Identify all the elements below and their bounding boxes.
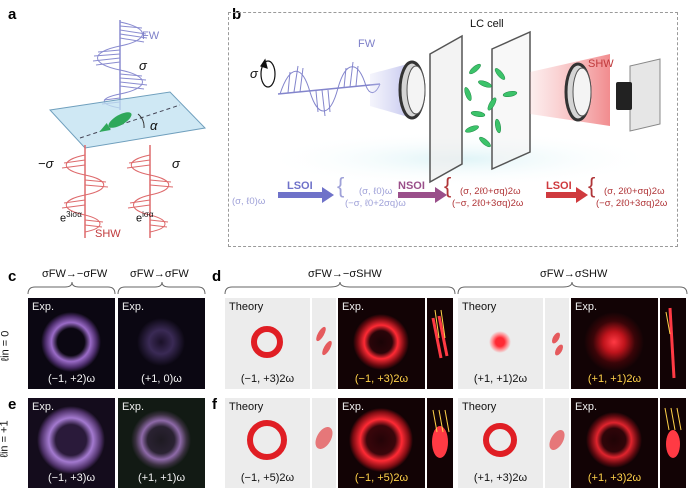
tile-f4-caption: (+1, +3)2ω (587, 472, 642, 484)
tile-f-theory-2: Theory (+1, +3)2ω (458, 398, 543, 488)
tile-d4-caption: (+1, +1)2ω (587, 373, 642, 385)
tile-d-theory-2: Theory (+1, +1)2ω (458, 298, 543, 389)
panel-a-exp-right: eiσα (136, 210, 154, 225)
lc-plate-left (429, 34, 463, 184)
tile-f2-exp: Exp. (342, 401, 365, 413)
panel-label-b: b (232, 6, 242, 23)
tile-f3-caption: (+1, +3)2ω (473, 472, 528, 484)
equation-lsoi: { (σ, ℓ0)ω (−σ, ℓ0+2σq)ω (337, 173, 406, 210)
tile-d2-caption: (−1, +3)2ω (354, 373, 409, 385)
row-label-top: ℓin = 0 (0, 330, 12, 362)
tile-d2-exp: Exp. (342, 301, 365, 313)
tile-d-exp-1: Exp. (−1, +3)2ω (338, 298, 425, 389)
tile-f4-exp: Exp. (575, 401, 598, 413)
panel-a-sigma-right: σ (172, 156, 180, 171)
lc-cell-label: LC cell (470, 18, 504, 30)
panel-a-exp-left: e3iσα (60, 210, 82, 225)
fw-helix (92, 20, 148, 110)
panel-a-fw-label: FW (142, 30, 160, 42)
panel-label-d: d (212, 268, 222, 285)
panel-label-e: e (8, 396, 17, 413)
tile-e1-caption: (−1, +3)ω (47, 472, 96, 484)
panel-label-a: a (8, 6, 17, 23)
row-label-bottom: ℓin = +1 (0, 420, 11, 458)
tile-e2: Exp. (+1, +1)ω (118, 398, 205, 488)
panel-a-sigma-top: σ (139, 58, 147, 73)
tile-e1: Exp. (−1, +3)ω (28, 398, 115, 488)
header-d-left: σFW→−σSHW (308, 268, 382, 280)
panel-b-illustration (260, 30, 661, 203)
header-c-right: σFW→σFW (130, 268, 189, 280)
equation-final: { (σ, 2ℓ0+σq)2ω (−σ, 2ℓ0+3σq)2ω (588, 173, 668, 210)
strip-d1 (312, 298, 336, 389)
panel-b-fw-helix (277, 61, 381, 117)
tile-d3-caption: (+1, +1)2ω (473, 373, 528, 385)
equation-nsoi: { (σ, 2ℓ0+σq)2ω (−σ, 2ℓ0+3σq)2ω (444, 173, 524, 210)
lc-molecules (464, 63, 518, 148)
tile-d4-exp: Exp. (575, 301, 598, 313)
tile-f2-caption: (−1, +5)2ω (354, 472, 409, 484)
strip-d3 (545, 298, 569, 389)
lsoi-label-2: LSOI (546, 180, 572, 192)
tile-d1-theory: Theory (229, 301, 264, 313)
panel-a-illustration (48, 20, 207, 238)
tile-d-theory-1: Theory (−1, +3)2ω (225, 298, 310, 389)
tile-d-exp-2: Exp. (+1, +1)2ω (571, 298, 658, 389)
lsoi-label-1: LSOI (287, 180, 313, 192)
panel-b-shw-label: SHW (588, 58, 614, 70)
tile-e2-caption: (+1, +1)ω (137, 472, 186, 484)
shw-helices (61, 145, 174, 238)
strip-f4 (660, 398, 686, 488)
strip-d2 (427, 298, 453, 389)
strip-f2 (427, 398, 453, 488)
header-braces (27, 282, 688, 295)
panel-label-f: f (212, 396, 217, 413)
panel-b-frame (228, 12, 678, 247)
nsoi-label: NSOI (398, 180, 425, 192)
tile-e2-exp: Exp. (122, 401, 145, 413)
tile-f3-theory: Theory (462, 401, 497, 413)
tile-d3-theory: Theory (462, 301, 497, 313)
tile-c2-exp: Exp. (122, 301, 145, 313)
strip-d4 (660, 298, 686, 389)
tile-f-exp-1: Exp. (−1, +5)2ω (338, 398, 425, 488)
strip-f1 (312, 398, 336, 488)
lc-molecule (99, 112, 132, 132)
tile-f1-caption: (−1, +5)2ω (240, 472, 295, 484)
sigma-rotation-arrow-icon (260, 58, 276, 88)
panel-a-shw-label: SHW (95, 228, 121, 240)
header-d-right: σFW→σSHW (540, 268, 608, 280)
camera-icon (616, 58, 661, 132)
tile-c1-exp: Exp. (32, 301, 55, 313)
tile-f1-theory: Theory (229, 401, 264, 413)
tile-f-exp-2: Exp. (+1, +3)2ω (571, 398, 658, 488)
tile-f-theory-1: Theory (−1, +5)2ω (225, 398, 310, 488)
tile-c1-caption: (−1, +2)ω (47, 373, 96, 385)
waveplate-shw-icon (564, 62, 592, 122)
panel-a-alpha: α (150, 118, 158, 133)
panel-a-minus-sigma: −σ (38, 156, 54, 171)
strip-f3 (545, 398, 569, 488)
tile-d1-caption: (−1, +3)2ω (240, 373, 295, 385)
lc-plate-right (491, 30, 531, 171)
tile-e1-exp: Exp. (32, 401, 55, 413)
panel-b-fw-label: FW (358, 38, 376, 50)
panel-b-sigma: σ (250, 66, 258, 81)
panel-label-c: c (8, 268, 17, 285)
tile-c1: Exp. (−1, +2)ω (28, 298, 115, 389)
waveplate-fw-icon (398, 60, 426, 120)
tile-c2: Exp. (+1, 0)ω (118, 298, 205, 389)
equation-input: (σ, ℓ0)ω (232, 196, 266, 207)
tile-c2-caption: (+1, 0)ω (141, 373, 182, 385)
header-c-left: σFW→−σFW (42, 268, 108, 280)
equation-arrows (278, 187, 588, 203)
